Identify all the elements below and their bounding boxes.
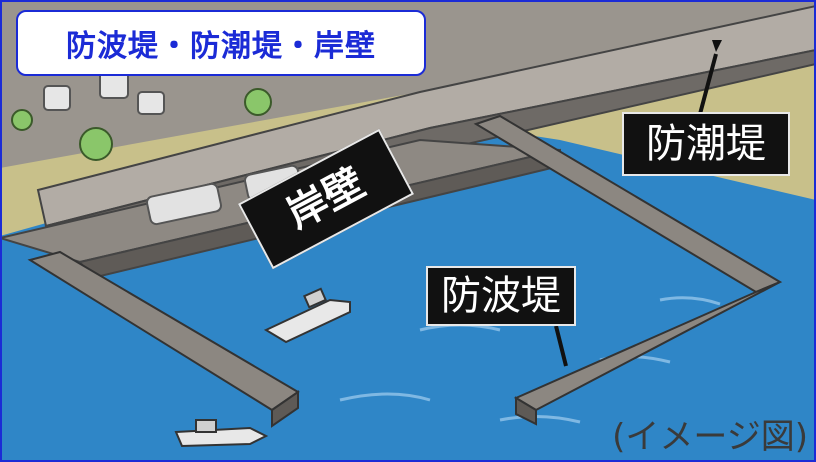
page-title: 防波堤・防潮堤・岸壁: [66, 29, 376, 64]
title-box: 防波堤・防潮堤・岸壁: [16, 10, 426, 76]
seawall-leader-tip: [712, 40, 722, 52]
boat-2: [174, 419, 269, 448]
image-caption: (イメージ図): [612, 416, 808, 457]
boat-1: [263, 287, 351, 344]
seawall-leader-line: [698, 53, 718, 115]
breakwater-left-end: [271, 390, 299, 428]
breakwater-leader-line: [554, 325, 568, 367]
seawall-label: 防潮堤: [622, 112, 790, 176]
breakwater-label: 防波堤: [426, 266, 576, 326]
trees: [11, 88, 272, 161]
breakwater-front-end: [515, 396, 537, 426]
